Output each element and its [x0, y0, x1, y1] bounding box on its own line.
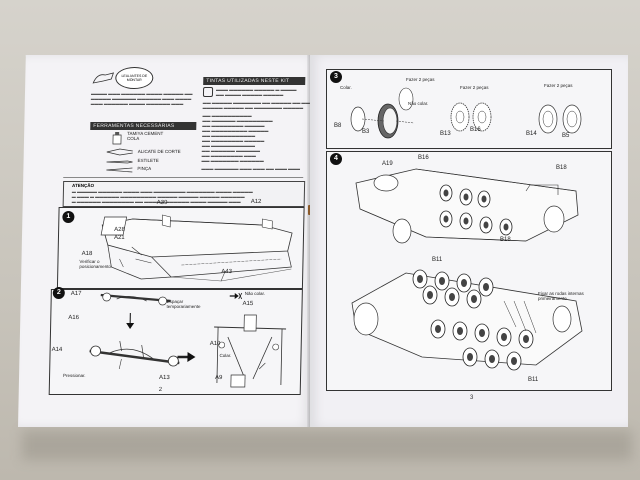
step-2-label-a9: A9	[214, 375, 223, 381]
section-divider	[63, 177, 304, 178]
step-3-number: 3	[330, 71, 342, 83]
step-4-label-b18-top: B18	[556, 165, 567, 171]
paints-header: TINTAS UTILIZADAS NESTE KIT	[203, 77, 306, 85]
step-2-label-a17: A17	[70, 291, 82, 297]
tools-header: FERRAMENTAS NECESSÁRIAS	[90, 122, 197, 130]
step-2-note-no-glue: Não colar.	[244, 291, 266, 296]
step-3-label-b3: B3	[362, 129, 370, 135]
step-2-note-glue: Colar.	[219, 353, 232, 358]
step-3-note-make-2-left: Fazer 2 peças	[406, 77, 435, 82]
step-1-note: Verificar o posicionamento	[79, 259, 111, 269]
step-3-wheels-drawing	[350, 87, 582, 139]
tool-tweezers-label: PINÇA	[137, 166, 152, 171]
step-3-note-glue: Colar.	[340, 85, 352, 90]
step-3-label-b8: B8	[334, 123, 342, 129]
step-3-note-no-glue: Não colar.	[408, 101, 429, 106]
paint-brush-icon	[202, 87, 214, 97]
step-4-label-b18-mid: B18	[500, 237, 511, 243]
attention-label: ATENÇÃO	[72, 183, 95, 188]
step-4-label-b16: B16	[418, 155, 429, 161]
logo-hand-icon	[92, 72, 115, 84]
step-1-label-a30: A30	[156, 200, 168, 206]
instruction-booklet: LEIA ANTES DE MONTAR ▬▬▬▬ ▬▬▬ ▬▬▬▬▬▬ ▬▬▬…	[18, 55, 630, 427]
booklet-shadow	[22, 430, 632, 460]
paint-legend: ▬▬▬ ▬▬▬▬▬▬ ▬▬▬▬▬ ▬ ▬▬▬▬ ▬▬ ▬▬▬▬ ▬▬▬▬▬ ▬▬…	[201, 87, 314, 171]
step-3-label-b5: B5	[562, 133, 570, 139]
step-4-number: 4	[330, 153, 342, 165]
side-cutter-icon	[106, 148, 133, 156]
step-1-label-a18: A18	[81, 251, 93, 257]
left-page-number: 2	[158, 387, 163, 393]
step-4-label-b11-top: B11	[432, 257, 443, 263]
step-1-label-a12: A12	[250, 199, 262, 205]
step-4-note-inner-wheels: Fixar as rodas internas primeiramente.	[538, 291, 584, 301]
hobby-knife-icon	[106, 160, 133, 164]
cement-bottle-icon	[112, 132, 122, 145]
step-2-label-a16: A16	[68, 315, 80, 321]
step-1-hull-drawing	[100, 214, 293, 282]
step-3-note-make-2-right: Fazer 2 peças	[544, 83, 573, 88]
step-2-label-a14: A14	[51, 347, 63, 353]
tweezers-icon	[106, 167, 133, 173]
step-1-label-a21: A21	[113, 235, 125, 241]
left-page: LEIA ANTES DE MONTAR ▬▬▬▬ ▬▬▬ ▬▬▬▬▬▬ ▬▬▬…	[18, 55, 318, 427]
step-2-suspension-drawing	[89, 292, 287, 388]
step-3-label-b16: B16	[470, 127, 481, 133]
tool-cement-label: TAMIYA CEMENT COLA	[126, 131, 164, 141]
step-3-note-make-2-mid: Fazer 2 peças	[460, 85, 489, 90]
step-3-label-b13: B13	[440, 131, 451, 137]
step-1-label-a43: A43	[221, 269, 232, 275]
step-3-box	[326, 69, 612, 149]
tool-cutter-label: ALICATE DE CORTE	[137, 149, 181, 154]
right-page: 3 B8 B3 B13 B16 B14 B5 Fazer 2 peças Col…	[310, 55, 628, 427]
step-2-label-a15: A15	[242, 301, 254, 307]
step-2-note-press: Pressionar.	[63, 373, 86, 378]
step-3-label-b14: B14	[526, 131, 537, 137]
step-4-label-b11-bottom: B11	[528, 377, 539, 383]
no-glue-icon	[229, 292, 243, 300]
step-2-note-space: Espaçar temporariamente	[166, 299, 201, 309]
logo-seal: LEIA ANTES DE MONTAR	[115, 67, 154, 89]
step-2-label-a10: A10	[209, 341, 221, 347]
right-page-number: 3	[470, 395, 474, 401]
tool-knife-label: ESTILETE	[137, 158, 159, 163]
step-2-label-a13: A13	[158, 375, 170, 381]
step-1-label-a28: A28	[114, 227, 125, 233]
step-4-label-a19: A19	[382, 161, 393, 167]
attention-box: ATENÇÃO ▬ ▬▬▬▬▬ ▬▬▬▬▬▬ ▬▬▬▬ ▬▬▬ ▬▬▬▬▬▬▬▬…	[62, 181, 306, 207]
intro-text-block: ▬▬▬▬ ▬▬▬ ▬▬▬▬▬▬ ▬▬▬▬ ▬▬▬▬▬ ▬▬ ▬▬▬▬▬ ▬▬▬▬…	[90, 91, 193, 106]
step-4-hull-wheels-drawing	[351, 168, 583, 371]
logo-text: LEIA ANTES DE MONTAR	[121, 74, 148, 82]
